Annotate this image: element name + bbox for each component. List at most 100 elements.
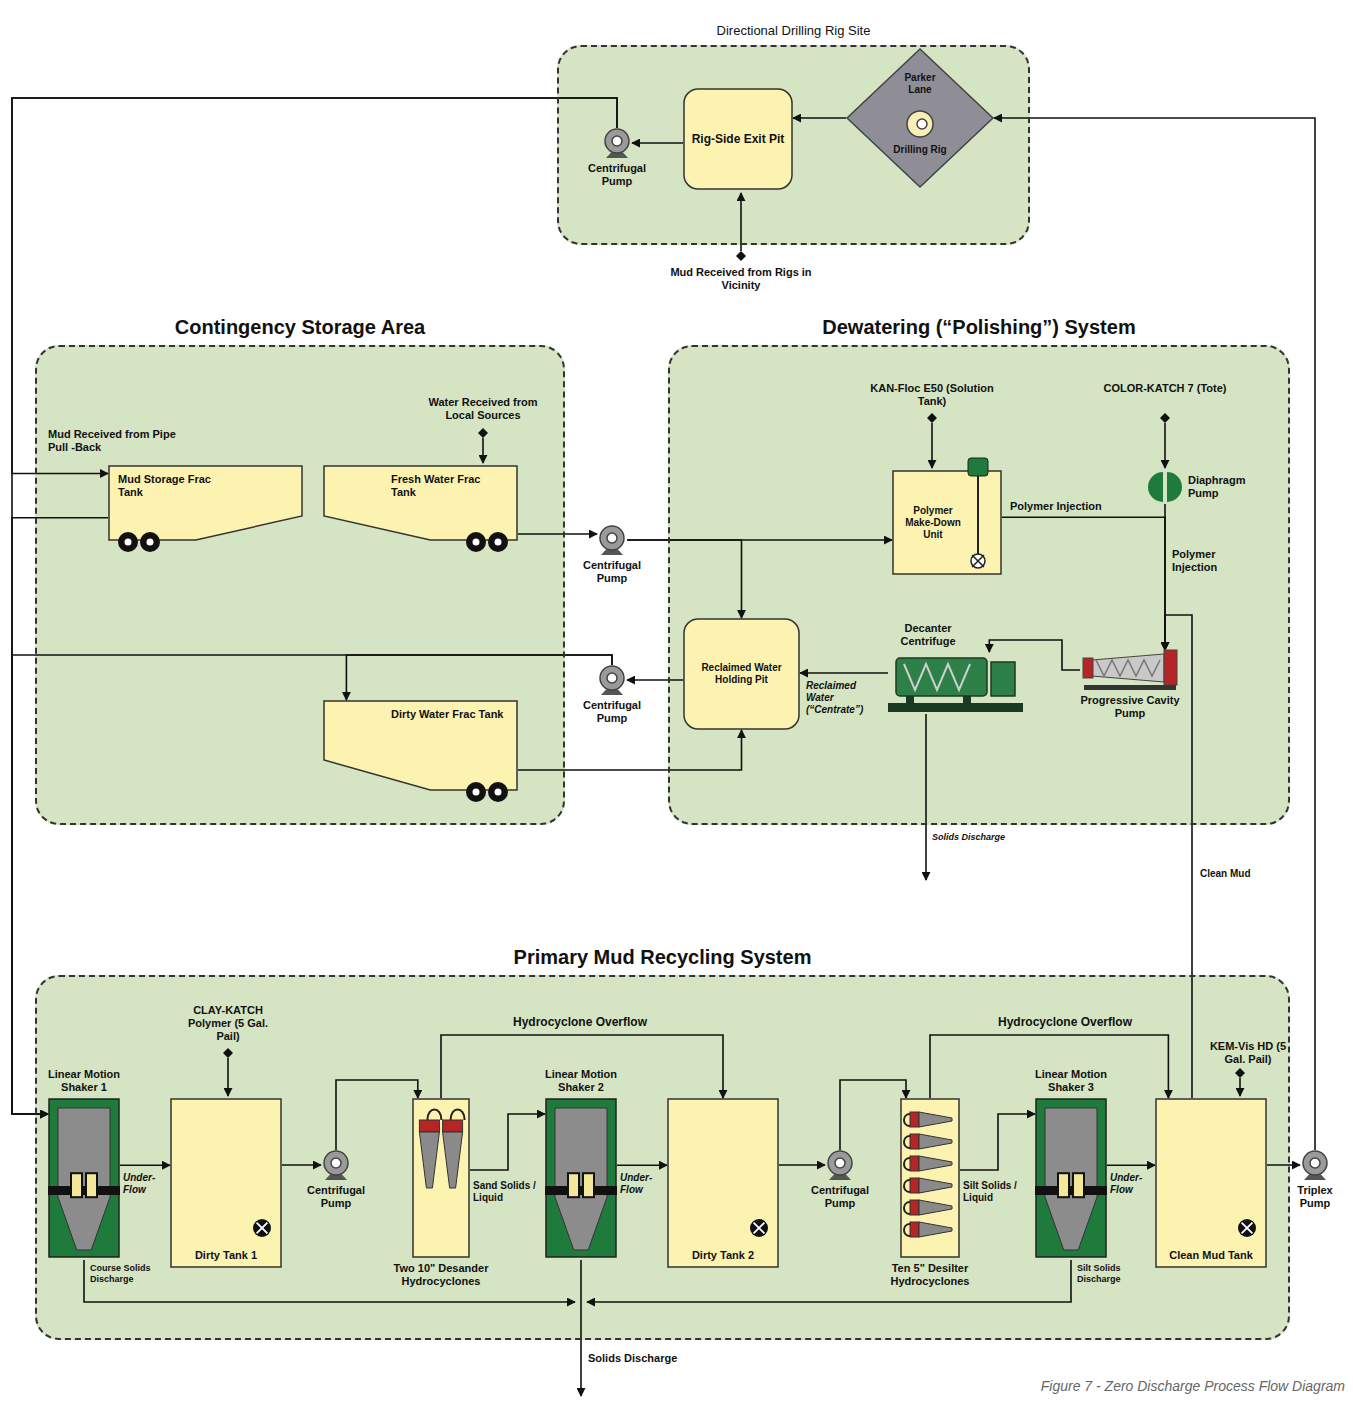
flow-connector — [282, 1164, 321, 1166]
pump-body — [605, 129, 629, 153]
node-label: Centrifugal Pump — [798, 1184, 882, 1210]
node-label: Fresh Water Frac Tank — [391, 473, 508, 499]
feed-point — [736, 251, 746, 261]
region-heading: Directional Drilling Rig Site — [559, 23, 1028, 39]
pump-symbol-outline — [602, 128, 632, 158]
tank-wheel — [466, 532, 486, 552]
node-label: Dirty Water Frac Tank — [391, 708, 508, 721]
cyclone-cone — [919, 1200, 952, 1215]
pump-body — [600, 526, 624, 550]
drilling-rig-diamond-outline — [846, 48, 994, 188]
node-label: Polymer Make-Down Unit — [898, 505, 968, 541]
shaker-unit: Linear Motion Shaker 1 — [48, 1098, 120, 1258]
node-label: Rig-Side Exit Pit — [689, 132, 787, 146]
pump-symbol-outline — [825, 1150, 855, 1180]
shape-part — [901, 1099, 959, 1257]
frac-tank: Mud Storage Frac Tank — [108, 465, 303, 550]
pump-body — [324, 1151, 348, 1175]
mud-tank: Dirty Tank 1 — [170, 1098, 282, 1268]
annotation-label: KAN-Floc E50 (Solution Tank) — [862, 382, 1002, 408]
solids-line — [587, 1260, 1071, 1302]
tank-wheel — [473, 789, 480, 796]
edge-label: Under-Flow — [620, 1172, 666, 1196]
shape-part — [1156, 1099, 1266, 1267]
flow-connector — [120, 1164, 170, 1166]
rig-icon — [907, 111, 933, 137]
pump-body — [600, 666, 624, 690]
decanter-bowl — [896, 658, 987, 696]
flow-connector — [627, 540, 742, 618]
diaphragm-pump: Diaphragm Pump — [1148, 470, 1182, 504]
feed-line — [227, 1058, 229, 1096]
cyclone-cone — [919, 1112, 952, 1127]
node-label: Diaphragm Pump — [1188, 474, 1278, 500]
flow-connector — [518, 730, 742, 770]
polymer-unit: Polymer Make-Down Unit — [892, 470, 1002, 575]
frac-tank: Dirty Water Frac Tank — [323, 700, 518, 800]
cyclone-cone — [919, 1222, 952, 1237]
node-label: Ten 5" Desilter Hydrocyclones — [875, 1262, 985, 1288]
shaker-screen — [71, 1173, 82, 1197]
cyclone-head — [443, 1120, 463, 1132]
shaker-unit-outline — [1035, 1098, 1107, 1258]
system-region: Directional Drilling Rig SiteCentrifugal… — [557, 45, 1030, 245]
node-label: Drilling Rig — [884, 144, 956, 156]
pump-symbol: Centrifugal Pump — [602, 128, 632, 158]
shaker-screen — [1058, 1173, 1069, 1197]
shape-part — [546, 1099, 616, 1257]
node-label: Decanter Centrifuge — [888, 622, 968, 648]
feed-line — [1239, 1078, 1241, 1096]
flow-connector — [441, 1035, 723, 1098]
pump-symbol: Centrifugal Pump — [321, 1150, 351, 1180]
cyclone-inlet — [904, 1224, 910, 1236]
tank-wheel — [147, 539, 154, 546]
flow-connector — [12, 655, 612, 1114]
tank-wheel — [473, 539, 480, 546]
shaker-funnel — [58, 1108, 110, 1250]
shape-part — [1036, 1099, 1106, 1257]
decanter-leg — [906, 696, 914, 704]
mud-tank: Clean Mud Tank — [1155, 1098, 1267, 1268]
mixer-symbol — [754, 1223, 765, 1234]
decanter-centrifuge-outline — [888, 652, 1023, 712]
decanter-scroll — [904, 664, 970, 690]
hydrocyclone-unit-outline — [900, 1098, 960, 1258]
shape-part — [893, 471, 1001, 574]
mixer-symbol — [971, 554, 985, 568]
pump-symbol-outline — [597, 665, 627, 695]
region-fill — [668, 345, 1290, 825]
node-label: Centrifugal Pump — [570, 559, 654, 585]
flow-connector — [779, 1164, 825, 1166]
cyclone-head — [910, 1156, 919, 1171]
cyclone-inlet — [904, 1202, 910, 1214]
flow-connector — [12, 98, 617, 474]
annotation-label: KEM-Vis HD (5 Gal. Pail) — [1208, 1040, 1288, 1066]
node-label: Linear Motion Shaker 3 — [1021, 1068, 1121, 1094]
flow-connector — [800, 672, 888, 674]
mixer-shaft — [977, 476, 979, 555]
edge-label: Under-Flow — [1110, 1172, 1154, 1196]
edge-label: Under-Flow — [123, 1172, 169, 1196]
node-label: Parker Lane — [892, 72, 948, 96]
annotation-label: Course Solids Discharge — [90, 1263, 166, 1285]
cyclone-head — [910, 1112, 919, 1127]
annotation-label: Solids Discharge — [932, 832, 1032, 843]
frac-tank: Fresh Water Frac Tank — [323, 465, 518, 550]
cyclone-inlet — [427, 1110, 441, 1121]
flow-connector — [960, 1114, 1035, 1170]
mud-tank-outline — [667, 1098, 779, 1268]
feed-line — [482, 438, 484, 463]
shaker-unit: Linear Motion Shaker 3 — [1035, 1098, 1107, 1258]
solids-line — [580, 1260, 582, 1396]
node-label: Linear Motion Shaker 2 — [531, 1068, 631, 1094]
holding-pit: Reclaimed Water Holding Pit — [683, 618, 800, 730]
cyclone-inlet — [451, 1110, 465, 1121]
annotation-label: Solids Discharge — [588, 1352, 708, 1365]
flow-connector — [930, 1035, 1168, 1098]
flow-connector — [793, 117, 846, 119]
shape-part — [171, 1099, 281, 1267]
edge-label: Reclaimed Water (“Centrate”) — [806, 680, 886, 716]
pump-stator — [1092, 654, 1164, 682]
decanter-centrifuge: Decanter Centrifuge — [888, 652, 1023, 712]
mixer-symbol — [972, 555, 984, 567]
